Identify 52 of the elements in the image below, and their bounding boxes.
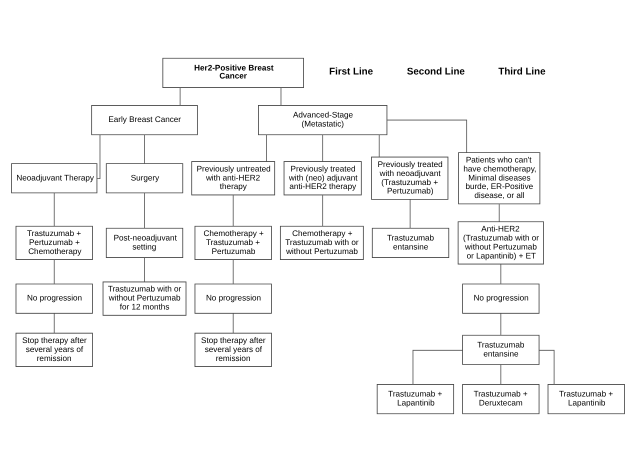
node-box: Surgery xyxy=(106,162,184,193)
connector xyxy=(144,256,145,282)
node-box: Her2-Positive Breast Cancer xyxy=(162,57,304,88)
node-box: Trastuzumab with or without Pertuzumab for 12 months xyxy=(102,281,186,316)
label: Third Line xyxy=(498,66,546,78)
node-box: Previously untreated with anti-HER2 therapy xyxy=(191,160,276,195)
connector xyxy=(322,194,324,226)
node-box: Trastuzumab + Deruxtecam xyxy=(462,384,540,414)
connector xyxy=(266,134,267,162)
node-box: No progression xyxy=(16,283,93,314)
connector xyxy=(500,312,502,335)
connector xyxy=(538,349,555,384)
node-box: Trastuzumab entansine xyxy=(372,227,450,258)
connector xyxy=(410,198,411,228)
connector xyxy=(412,349,463,384)
connector xyxy=(54,312,55,334)
node-box: Chemotherapy + Trastuzumab with or without Pertuzumab xyxy=(280,225,364,260)
node-box: Anti-HER2 (Trastuzumab with or without Pertuzumab or Lapantinib) + ET xyxy=(458,220,544,264)
node-box: Advanced-Stage (Metastatic) xyxy=(258,104,388,135)
node-box: Previously treated with neoadjuvant (Trastuzumab + Pertuzumab) xyxy=(371,156,448,200)
connector xyxy=(180,86,181,106)
label: First Line xyxy=(329,66,374,78)
label: Second Line xyxy=(406,66,465,78)
connector xyxy=(144,192,145,228)
connector xyxy=(54,258,55,284)
node-box: Trastuzumab entansine xyxy=(462,334,540,364)
node-box: Patients who can't have chemotherapy, Minimal diseases burde, ER-Positive disease, or all xyxy=(458,152,540,204)
node-box: Neoadjuvant Therapy xyxy=(11,162,98,193)
node-box: Early Breast Cancer xyxy=(91,104,198,135)
connector xyxy=(54,192,55,226)
connector xyxy=(500,364,502,384)
connector xyxy=(322,134,324,162)
connector xyxy=(232,312,234,334)
node-box: Stop therapy after several years of remission xyxy=(194,332,272,366)
connector xyxy=(498,203,500,222)
node-box: Trastuzumab + Pertuzumab + Chemotherapy xyxy=(16,225,93,260)
connector xyxy=(96,134,100,179)
node-box: No progression xyxy=(194,283,272,314)
node-box: Post-neoadjuvant setting xyxy=(106,227,184,258)
connector xyxy=(386,119,468,152)
node-box: Trastuzumab + Lapantinib xyxy=(376,384,454,414)
node-box: Previously treated with (neo) adjuvant anti-HER2 therapy xyxy=(284,160,362,195)
connector xyxy=(232,194,234,226)
node-box: No progression xyxy=(462,283,540,314)
connector xyxy=(144,134,145,164)
connector xyxy=(378,134,380,157)
node-box: Chemotherapy + Trastuzumab + Pertuzumab xyxy=(194,225,272,260)
connector xyxy=(280,86,282,106)
connector xyxy=(500,263,502,284)
node-box: Stop therapy after several years of remission xyxy=(16,332,93,366)
connector xyxy=(232,258,234,284)
node-box: Trastuzumab + Lapantinib xyxy=(548,384,625,414)
